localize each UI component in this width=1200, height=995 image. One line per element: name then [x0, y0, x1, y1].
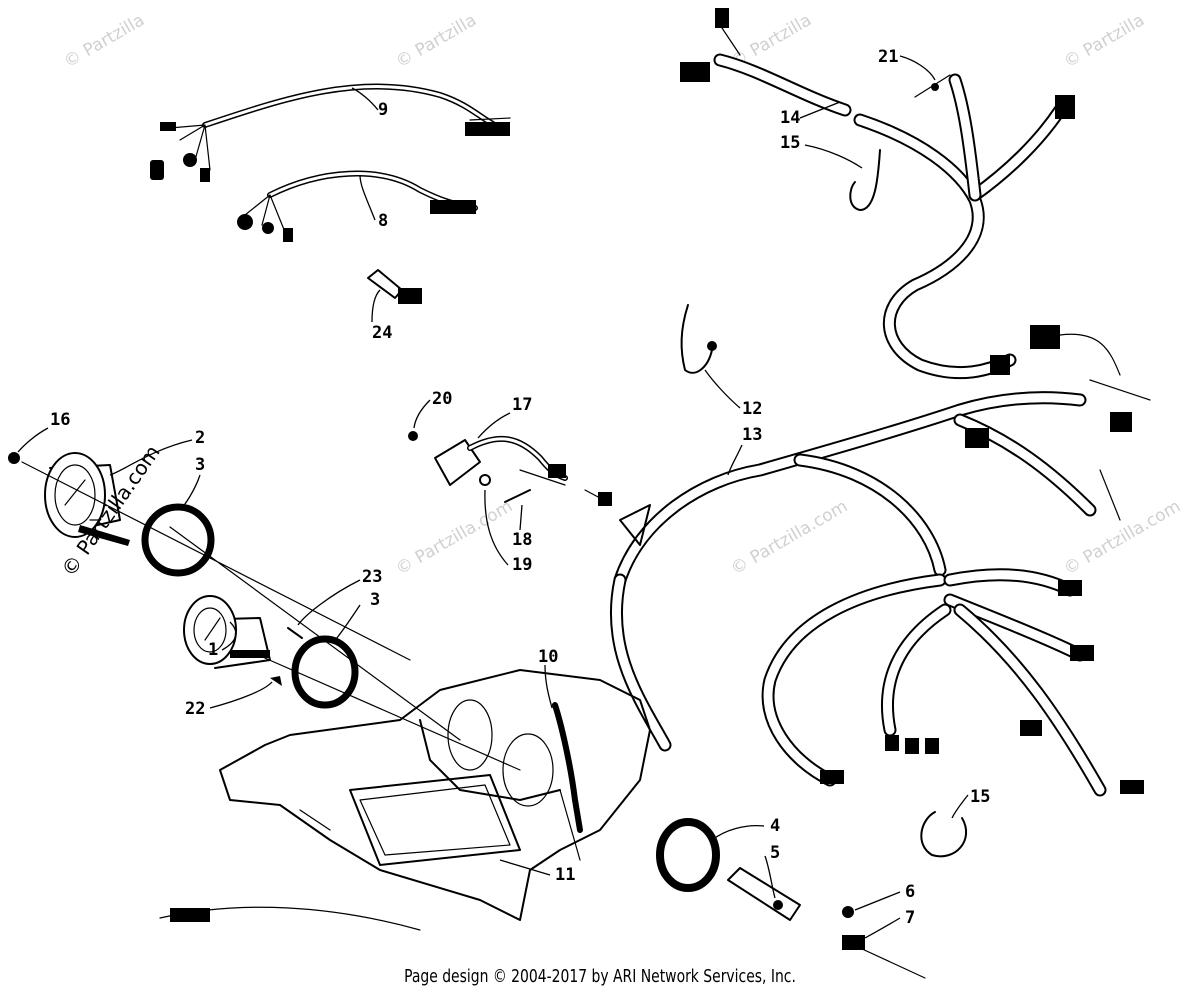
- strap-part-12: [680, 304, 717, 374]
- sensor-part-7: [842, 935, 926, 979]
- screw-part-18: [504, 489, 531, 503]
- callout-24: 24: [372, 323, 392, 343]
- callout-13: 13: [742, 425, 762, 445]
- callout-1: 1: [208, 640, 218, 660]
- gauge-part-2: [44, 452, 130, 546]
- callout-11: 11: [555, 865, 575, 885]
- harness-part-9: [150, 83, 511, 182]
- callout-7: 7: [905, 908, 915, 928]
- callout-9: 9: [378, 100, 388, 120]
- footer-copyright: Page design © 2004-2017 by ARI Network S…: [404, 966, 796, 987]
- watermark: © Partzilla.com: [393, 496, 517, 579]
- callout-16: 16: [50, 410, 70, 430]
- callout-3b: 3: [370, 590, 380, 610]
- strap-part-15-top: [849, 149, 881, 211]
- bulb-part-23: [287, 627, 303, 639]
- watermark: © Partzilla.com: [1061, 496, 1185, 579]
- watermark: © Partzilla: [61, 10, 148, 72]
- bulb-part-22: [270, 676, 282, 686]
- callout-14: 14: [780, 108, 800, 128]
- lower-cord: [159, 906, 421, 931]
- callouts: 1 2 3 3 4 5 6 7 8 9 10 11 12 13 14 15 15…: [17, 47, 990, 939]
- callout-18: 18: [512, 530, 532, 550]
- cable-part-10: [552, 702, 583, 833]
- callout-6: 6: [905, 882, 915, 902]
- bulb-part-16: [8, 452, 20, 464]
- callout-17: 17: [512, 395, 532, 415]
- bezel-part-3b: [291, 635, 359, 709]
- connector-part-24: [367, 269, 422, 304]
- strap-part-15-right: [920, 811, 968, 858]
- bezel-part-4: [656, 818, 720, 892]
- callout-3a: 3: [195, 455, 205, 475]
- watermark: © Partzilla.com: [728, 496, 852, 579]
- callout-19: 19: [512, 555, 532, 575]
- callout-15b: 15: [970, 787, 990, 807]
- harness-part-8: [237, 170, 478, 242]
- nut-part-20: [408, 431, 418, 441]
- gauge-part-1: [183, 595, 271, 669]
- callout-12: 12: [742, 399, 762, 419]
- console-part-11: [219, 669, 651, 921]
- callout-23: 23: [362, 567, 382, 587]
- main-harness: [598, 8, 1151, 797]
- callout-8: 8: [378, 211, 388, 231]
- callout-4: 4: [770, 816, 780, 836]
- watermark: © Partzilla: [393, 10, 480, 72]
- assembly-axis-lines: [21, 461, 521, 771]
- nut-part-6: [842, 906, 854, 918]
- fastener-part-21: [914, 74, 951, 98]
- bracket-part-5: [727, 867, 801, 921]
- bezel-part-3a: [141, 503, 215, 577]
- watermark: © Partzilla: [1061, 10, 1148, 72]
- callout-5: 5: [770, 843, 780, 863]
- watermarks: © Partzilla © Partzilla © Partzilla © Pa…: [56, 10, 1184, 581]
- callout-21: 21: [878, 47, 898, 67]
- callout-22: 22: [185, 699, 205, 719]
- module-part-17: [434, 435, 601, 499]
- callout-15a: 15: [780, 133, 800, 153]
- callout-10: 10: [538, 647, 558, 667]
- washer-part-19: [479, 474, 491, 486]
- callout-2: 2: [195, 428, 205, 448]
- callout-20: 20: [432, 389, 452, 409]
